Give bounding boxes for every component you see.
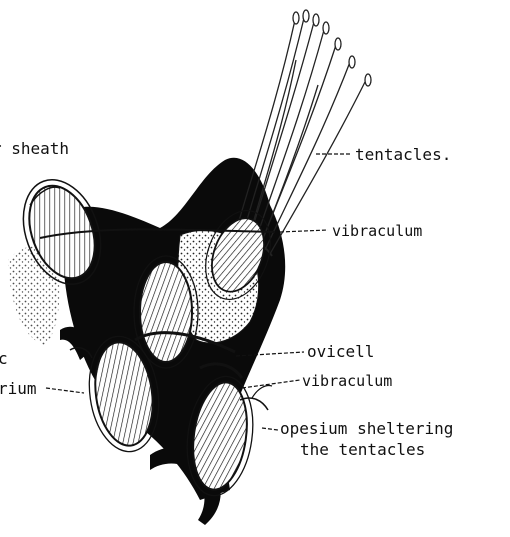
- label-left-rium: rium: [0, 380, 37, 398]
- label-left-c: c: [0, 350, 8, 368]
- label-vibraculum-top: vibraculum: [332, 222, 422, 240]
- label-ovicell: ovicell: [307, 343, 374, 361]
- label-vibraculum-mid: vibraculum: [302, 372, 392, 390]
- label-sheath: r sheath: [0, 140, 69, 158]
- label-opesium-line2: the tentacles: [300, 441, 425, 459]
- label-tentacles: tentacles.: [355, 146, 451, 164]
- label-opesium-line1: opesium sheltering: [280, 420, 453, 438]
